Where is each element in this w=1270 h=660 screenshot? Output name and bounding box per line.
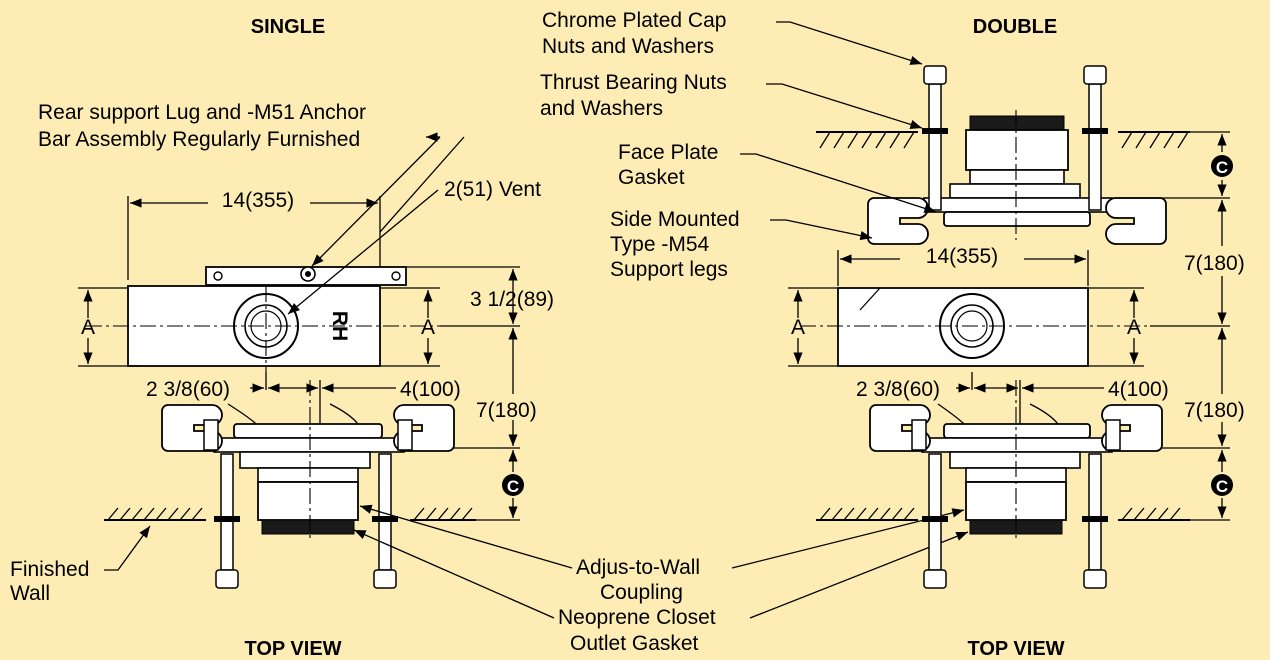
header-double: DOUBLE: [973, 16, 1057, 38]
label-rear-support-2: Bar Assembly Regularly Furnished: [38, 128, 360, 151]
dim-offset-right-double: 4(100): [1108, 378, 1169, 401]
label-face-plate-1: Face Plate: [618, 141, 718, 164]
dim-depth-single: 7(180): [476, 399, 537, 422]
dim-a-left-2: A: [421, 316, 435, 339]
dim-rear-height: 3 1/2(89): [470, 288, 554, 311]
label-finished-wall-1: Finished: [10, 558, 89, 581]
dim-a-right-2: A: [1127, 316, 1141, 339]
dim-a-right-1: A: [791, 316, 805, 339]
dim-offset-right-single: 4(100): [400, 378, 461, 401]
label-vent: 2(51) Vent: [444, 178, 541, 201]
label-adjus-coupling-2: Coupling: [600, 581, 683, 604]
header-single: SINGLE: [251, 16, 325, 38]
label-neoprene-2: Outlet Gasket: [570, 632, 699, 655]
label-face-plate-2: Gasket: [618, 166, 685, 189]
single-assembly: 14(355) RH A A 3 1/2(89): [78, 189, 554, 589]
label-side-mounted-2: Type -M54: [610, 233, 710, 256]
label-finished-wall-2: Wall: [10, 582, 50, 605]
label-thrust-bearing-1: Thrust Bearing Nuts: [540, 71, 727, 94]
dim-width-double: 14(355): [926, 245, 998, 268]
label-adjus-coupling-1: Adjus-to-Wall: [576, 556, 700, 579]
label-chrome-cap-2: Nuts and Washers: [542, 35, 714, 58]
double-assembly: 14(355) A A C 7(180) 7(180): [788, 65, 1245, 589]
header-top-view-right: TOP VIEW: [967, 638, 1064, 660]
center-mark-single: C: [507, 477, 519, 496]
center-mark-double-top: C: [1216, 158, 1228, 177]
dim-depth-double-upper: 7(180): [1184, 252, 1245, 275]
dim-offset-left-double: 2 3/8(60): [856, 378, 940, 401]
label-rear-support-1: Rear support Lug and -M51 Anchor: [38, 101, 366, 124]
dim-offset-left-single: 2 3/8(60): [146, 378, 230, 401]
dim-depth-double-lower: 7(180): [1184, 399, 1245, 422]
label-side-mounted-3: Support legs: [610, 258, 728, 281]
label-chrome-cap-1: Chrome Plated Cap: [542, 9, 726, 32]
label-thrust-bearing-2: and Washers: [540, 97, 663, 120]
header-top-view-left: TOP VIEW: [244, 638, 341, 660]
label-side-mounted-1: Side Mounted: [610, 208, 740, 231]
label-neoprene-1: Neoprene Closet: [558, 606, 716, 629]
center-mark-double-bottom: C: [1216, 477, 1228, 496]
dim-width-single: 14(355): [222, 189, 294, 212]
dim-a-left-1: A: [81, 316, 95, 339]
